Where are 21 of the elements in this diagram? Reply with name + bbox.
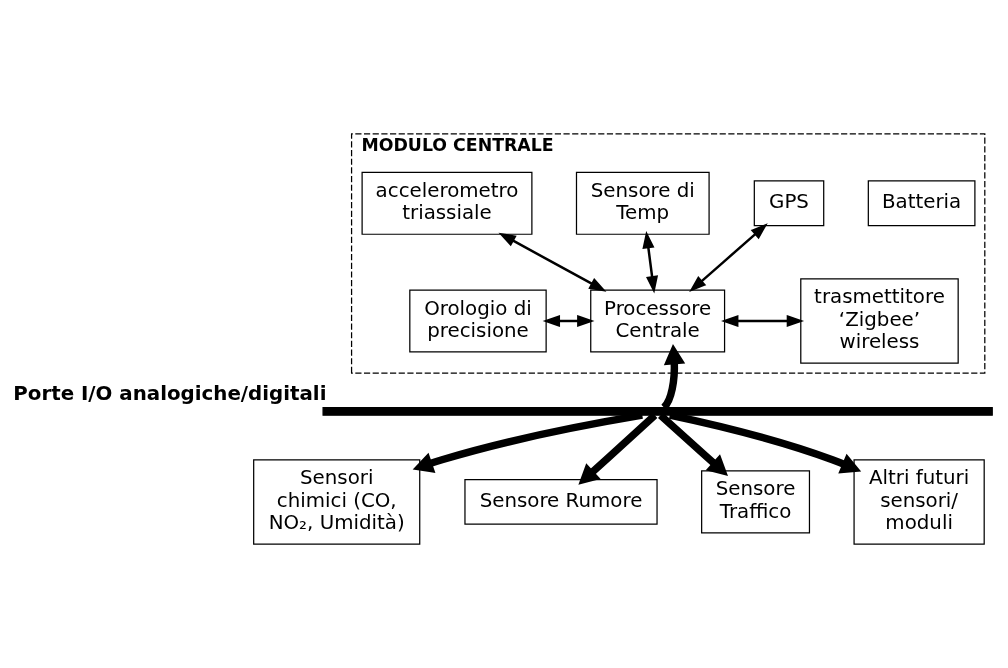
arrow bbox=[498, 232, 607, 292]
node-box: Processore Centrale bbox=[590, 289, 726, 353]
node-box: GPS bbox=[753, 180, 825, 227]
node-bar bbox=[322, 407, 993, 416]
arrow bbox=[658, 412, 728, 476]
node-box: Sensore di Temp bbox=[575, 171, 710, 235]
arrow bbox=[661, 344, 686, 410]
arrow bbox=[689, 223, 768, 293]
node-box: accelerometro triassiale bbox=[361, 171, 533, 235]
node-box: Batteria bbox=[867, 180, 976, 227]
arrow bbox=[542, 314, 595, 328]
node-box: Sensore Rumore bbox=[464, 479, 658, 525]
arrow bbox=[578, 412, 658, 485]
node-box: Altri futuri sensori/ moduli bbox=[853, 459, 985, 545]
arrow bbox=[721, 314, 805, 328]
node-box: Sensori chimici (CO, NO₂, Umidità) bbox=[253, 459, 421, 545]
node-box: Sensore Traffico bbox=[701, 470, 811, 534]
node-box: trasmettitore ‘Zigbee’ wireless bbox=[800, 278, 959, 364]
node-box: Orologio di precisione bbox=[409, 289, 547, 353]
node-label: Porte I/O analogiche/digitali bbox=[13, 382, 327, 406]
arrow bbox=[642, 231, 659, 294]
